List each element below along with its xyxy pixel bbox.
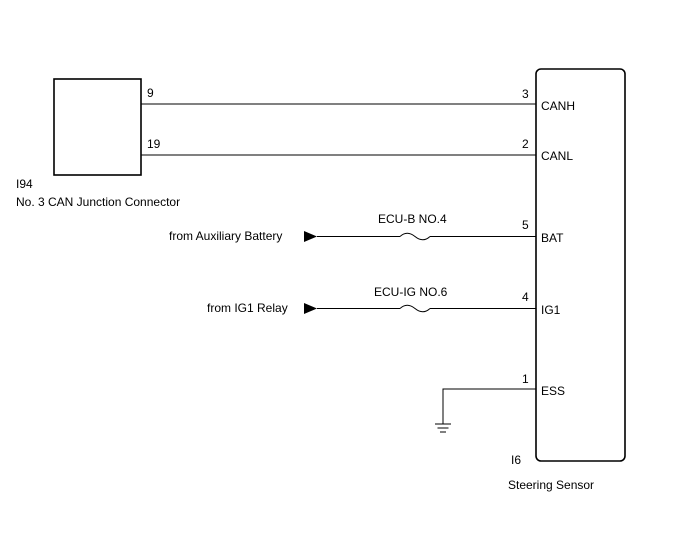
pin-2-number: 2 bbox=[522, 137, 529, 151]
ess-wire bbox=[442, 388, 536, 424]
arrow-right-icon bbox=[304, 231, 317, 242]
fuse-icon bbox=[399, 232, 431, 241]
connector-name: No. 3 CAN Junction Connector bbox=[16, 195, 180, 209]
connector-pin-19: 19 bbox=[147, 137, 161, 151]
can-junction-connector-box bbox=[53, 78, 142, 176]
pin-5-number: 5 bbox=[522, 218, 529, 232]
source-auxiliary-battery: from Auxiliary Battery bbox=[169, 229, 282, 243]
ground-symbol-icon bbox=[435, 423, 451, 433]
pin-canl-signal: CANL bbox=[541, 149, 573, 163]
sensor-code: I6 bbox=[511, 453, 521, 467]
fuse-ecu-b-label: ECU-B NO.4 bbox=[378, 212, 447, 226]
fuse-icon bbox=[399, 304, 431, 313]
pin-ig1-signal: IG1 bbox=[541, 303, 561, 317]
pin-3-number: 3 bbox=[522, 87, 529, 101]
pin-ess-signal: ESS bbox=[541, 384, 565, 398]
pin-1-number: 1 bbox=[522, 372, 529, 386]
sensor-name: Steering Sensor bbox=[508, 478, 594, 492]
source-ig1-relay: from IG1 Relay bbox=[207, 301, 288, 315]
arrow-right-icon bbox=[304, 303, 317, 314]
steering-sensor-box bbox=[535, 68, 626, 462]
fuse-ecu-ig-label: ECU-IG NO.6 bbox=[374, 285, 448, 299]
pin-4-number: 4 bbox=[522, 290, 529, 304]
pin-canh-signal: CANH bbox=[541, 99, 575, 113]
connector-pin-9: 9 bbox=[147, 86, 154, 100]
pin-bat-signal: BAT bbox=[541, 231, 564, 245]
connector-code: I94 bbox=[16, 177, 33, 191]
